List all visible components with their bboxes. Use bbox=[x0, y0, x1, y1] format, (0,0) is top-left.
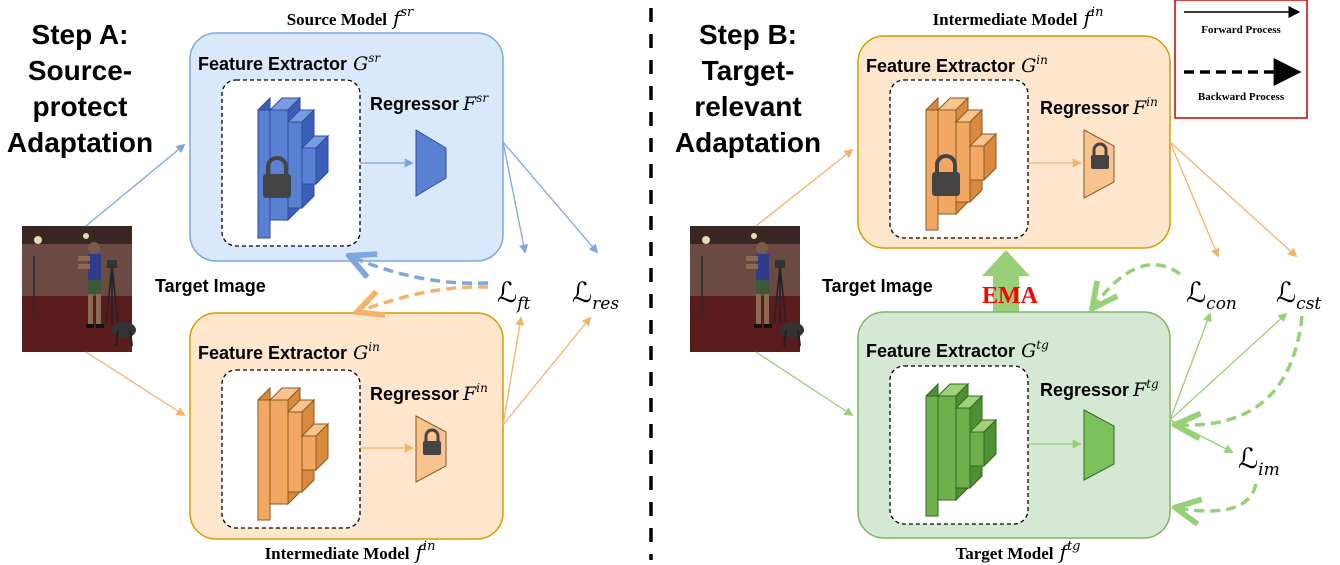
loss-im: ℒim bbox=[1238, 442, 1280, 480]
source-feature-blocks bbox=[257, 96, 330, 240]
step-a-line1: Step A: bbox=[32, 19, 129, 50]
step-a-title: Step A: Source- protect Adaptation bbox=[7, 19, 153, 158]
step-a-line4: Adaptation bbox=[7, 127, 153, 158]
inter-to-con-arrow bbox=[1169, 141, 1220, 258]
target-to-con-arrow bbox=[1169, 312, 1212, 421]
image-to-source-arrow bbox=[85, 143, 186, 227]
image-to-inter-arrow bbox=[85, 351, 186, 416]
backward-arrow-con bbox=[1094, 263, 1182, 306]
legend: Forward Process Backward Process bbox=[1174, 0, 1308, 119]
loss-ft: ℒft bbox=[497, 276, 530, 314]
backward-arrow-inter bbox=[360, 285, 489, 311]
backward-arrow-cst bbox=[1178, 315, 1304, 425]
backward-arrow-im bbox=[1178, 483, 1258, 511]
image-to-inter-arrow-b bbox=[755, 148, 854, 227]
step-b-line3: relevant bbox=[694, 91, 801, 122]
step-b-line1: Step B: bbox=[699, 19, 797, 50]
target-to-cst-arrow bbox=[1169, 312, 1288, 421]
legend-backward-label: Backward Process bbox=[1198, 91, 1285, 103]
source-to-res-arrow bbox=[502, 141, 599, 254]
inter-feature-blocks-a bbox=[257, 386, 330, 522]
inter-to-res-arrow bbox=[502, 316, 592, 426]
step-a-line3: protect bbox=[33, 91, 128, 122]
inter-to-ft-arrow bbox=[502, 316, 525, 426]
ema-label: EMA bbox=[982, 283, 1039, 309]
target-regressor-shape bbox=[1083, 409, 1115, 481]
step-b-line4: Adaptation bbox=[675, 127, 821, 158]
target-image-a bbox=[21, 225, 137, 353]
target-image-b bbox=[689, 225, 805, 353]
loss-con: ℒcon bbox=[1186, 276, 1237, 314]
legend-forward-label: Forward Process bbox=[1201, 24, 1281, 36]
step-a-line2: Source- bbox=[28, 55, 132, 86]
inter-feature-blocks-b bbox=[925, 96, 998, 232]
loss-cst: ℒcst bbox=[1276, 276, 1321, 314]
source-to-ft-arrow bbox=[502, 141, 529, 254]
target-feature-blocks bbox=[925, 382, 998, 518]
step-b-line2: Target- bbox=[702, 55, 795, 86]
backward-arrow-source bbox=[352, 257, 489, 286]
target-image-label-a: Target Image bbox=[155, 276, 266, 296]
inter-to-cst-arrow bbox=[1169, 141, 1298, 258]
source-regressor-shape bbox=[415, 129, 447, 197]
image-to-target-arrow bbox=[755, 351, 854, 416]
target-image-label-b: Target Image bbox=[822, 276, 933, 296]
loss-res: ℒres bbox=[572, 276, 619, 314]
step-b-title: Step B: Target- relevant Adaptation bbox=[675, 19, 821, 158]
ema-arrow bbox=[982, 250, 1030, 314]
